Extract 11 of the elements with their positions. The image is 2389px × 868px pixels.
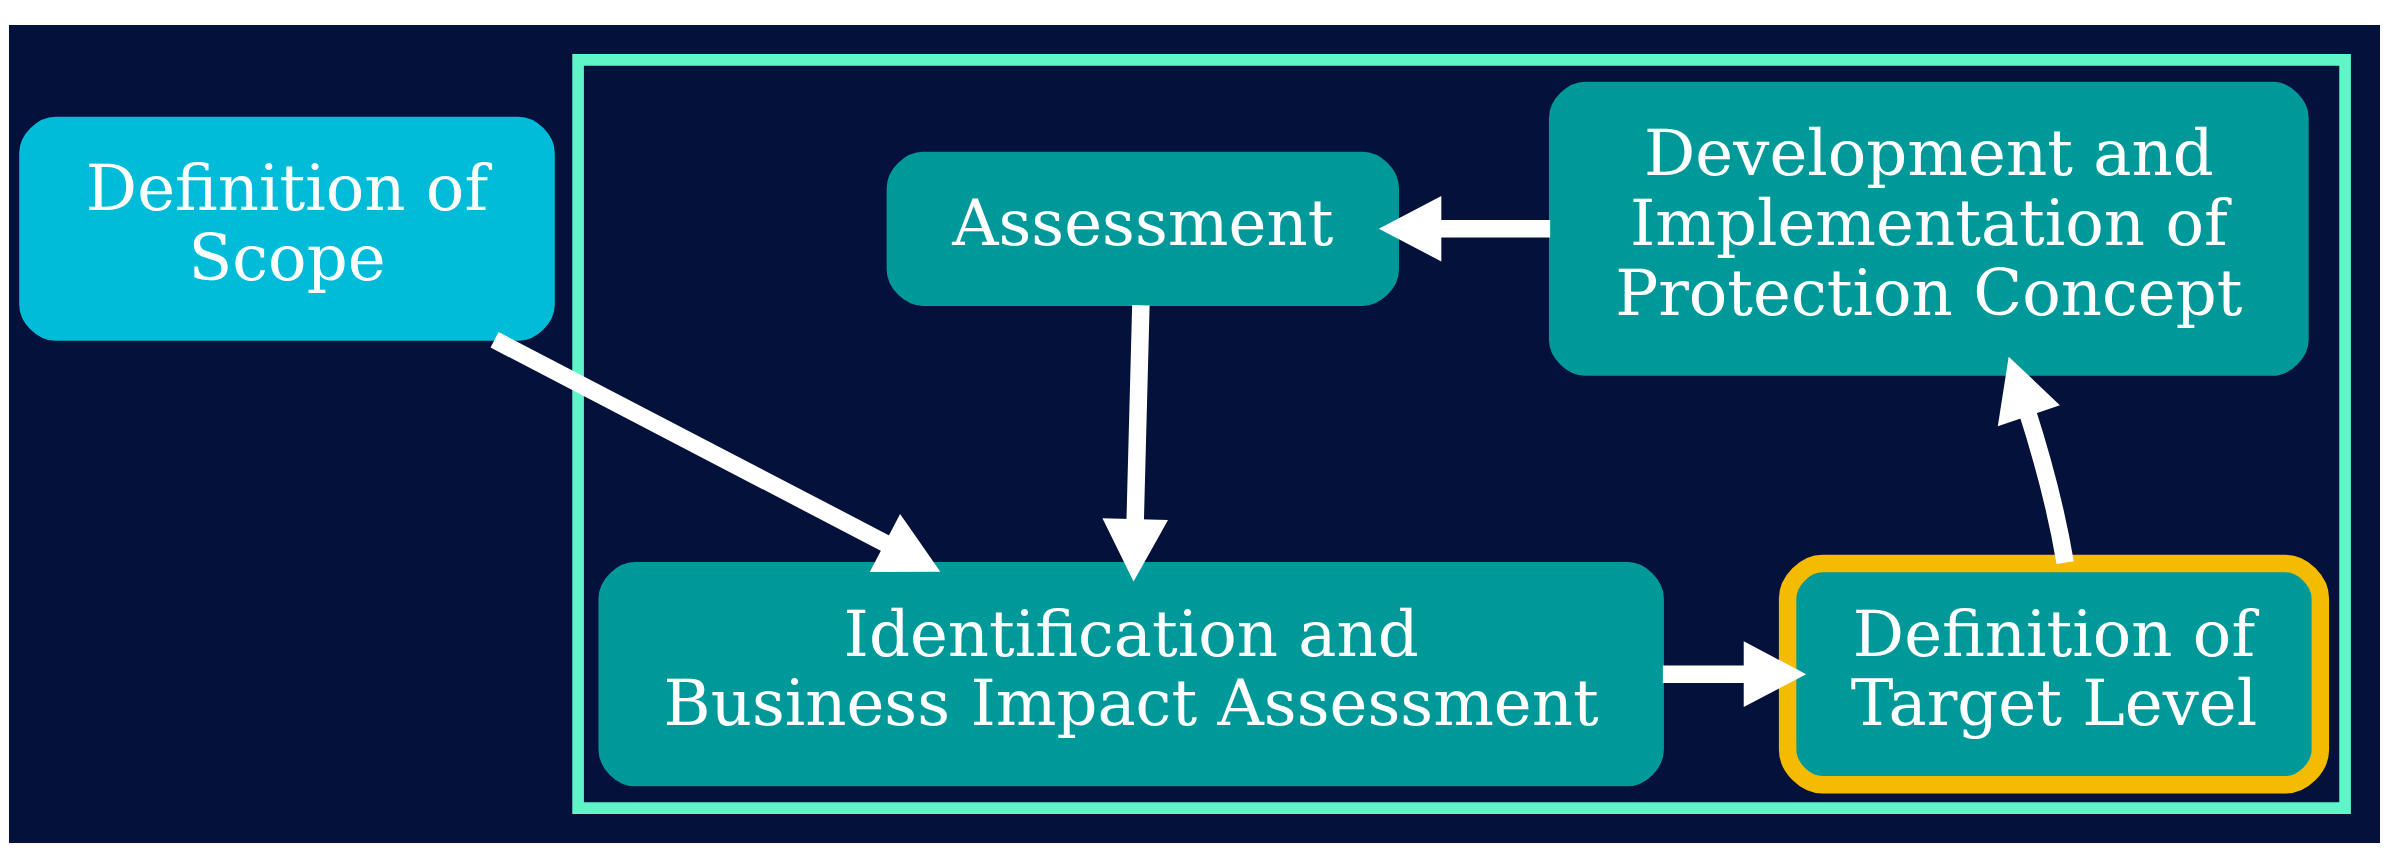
cluster <box>572 54 2351 814</box>
node-box: Definition of Scope <box>19 116 555 341</box>
node-box: Identification and Business Impact Assessment <box>598 562 1664 787</box>
node-box: Assessment <box>886 151 1399 306</box>
arrow <box>1102 305 1168 582</box>
node-box: Development and Implementation of Protection Concept <box>1548 81 2309 376</box>
node-box: Definition of Target Level <box>1778 554 2330 794</box>
arrow <box>1997 356 2074 565</box>
arrow <box>490 332 941 573</box>
arrow <box>1662 641 1807 707</box>
arrow <box>1378 195 1551 262</box>
